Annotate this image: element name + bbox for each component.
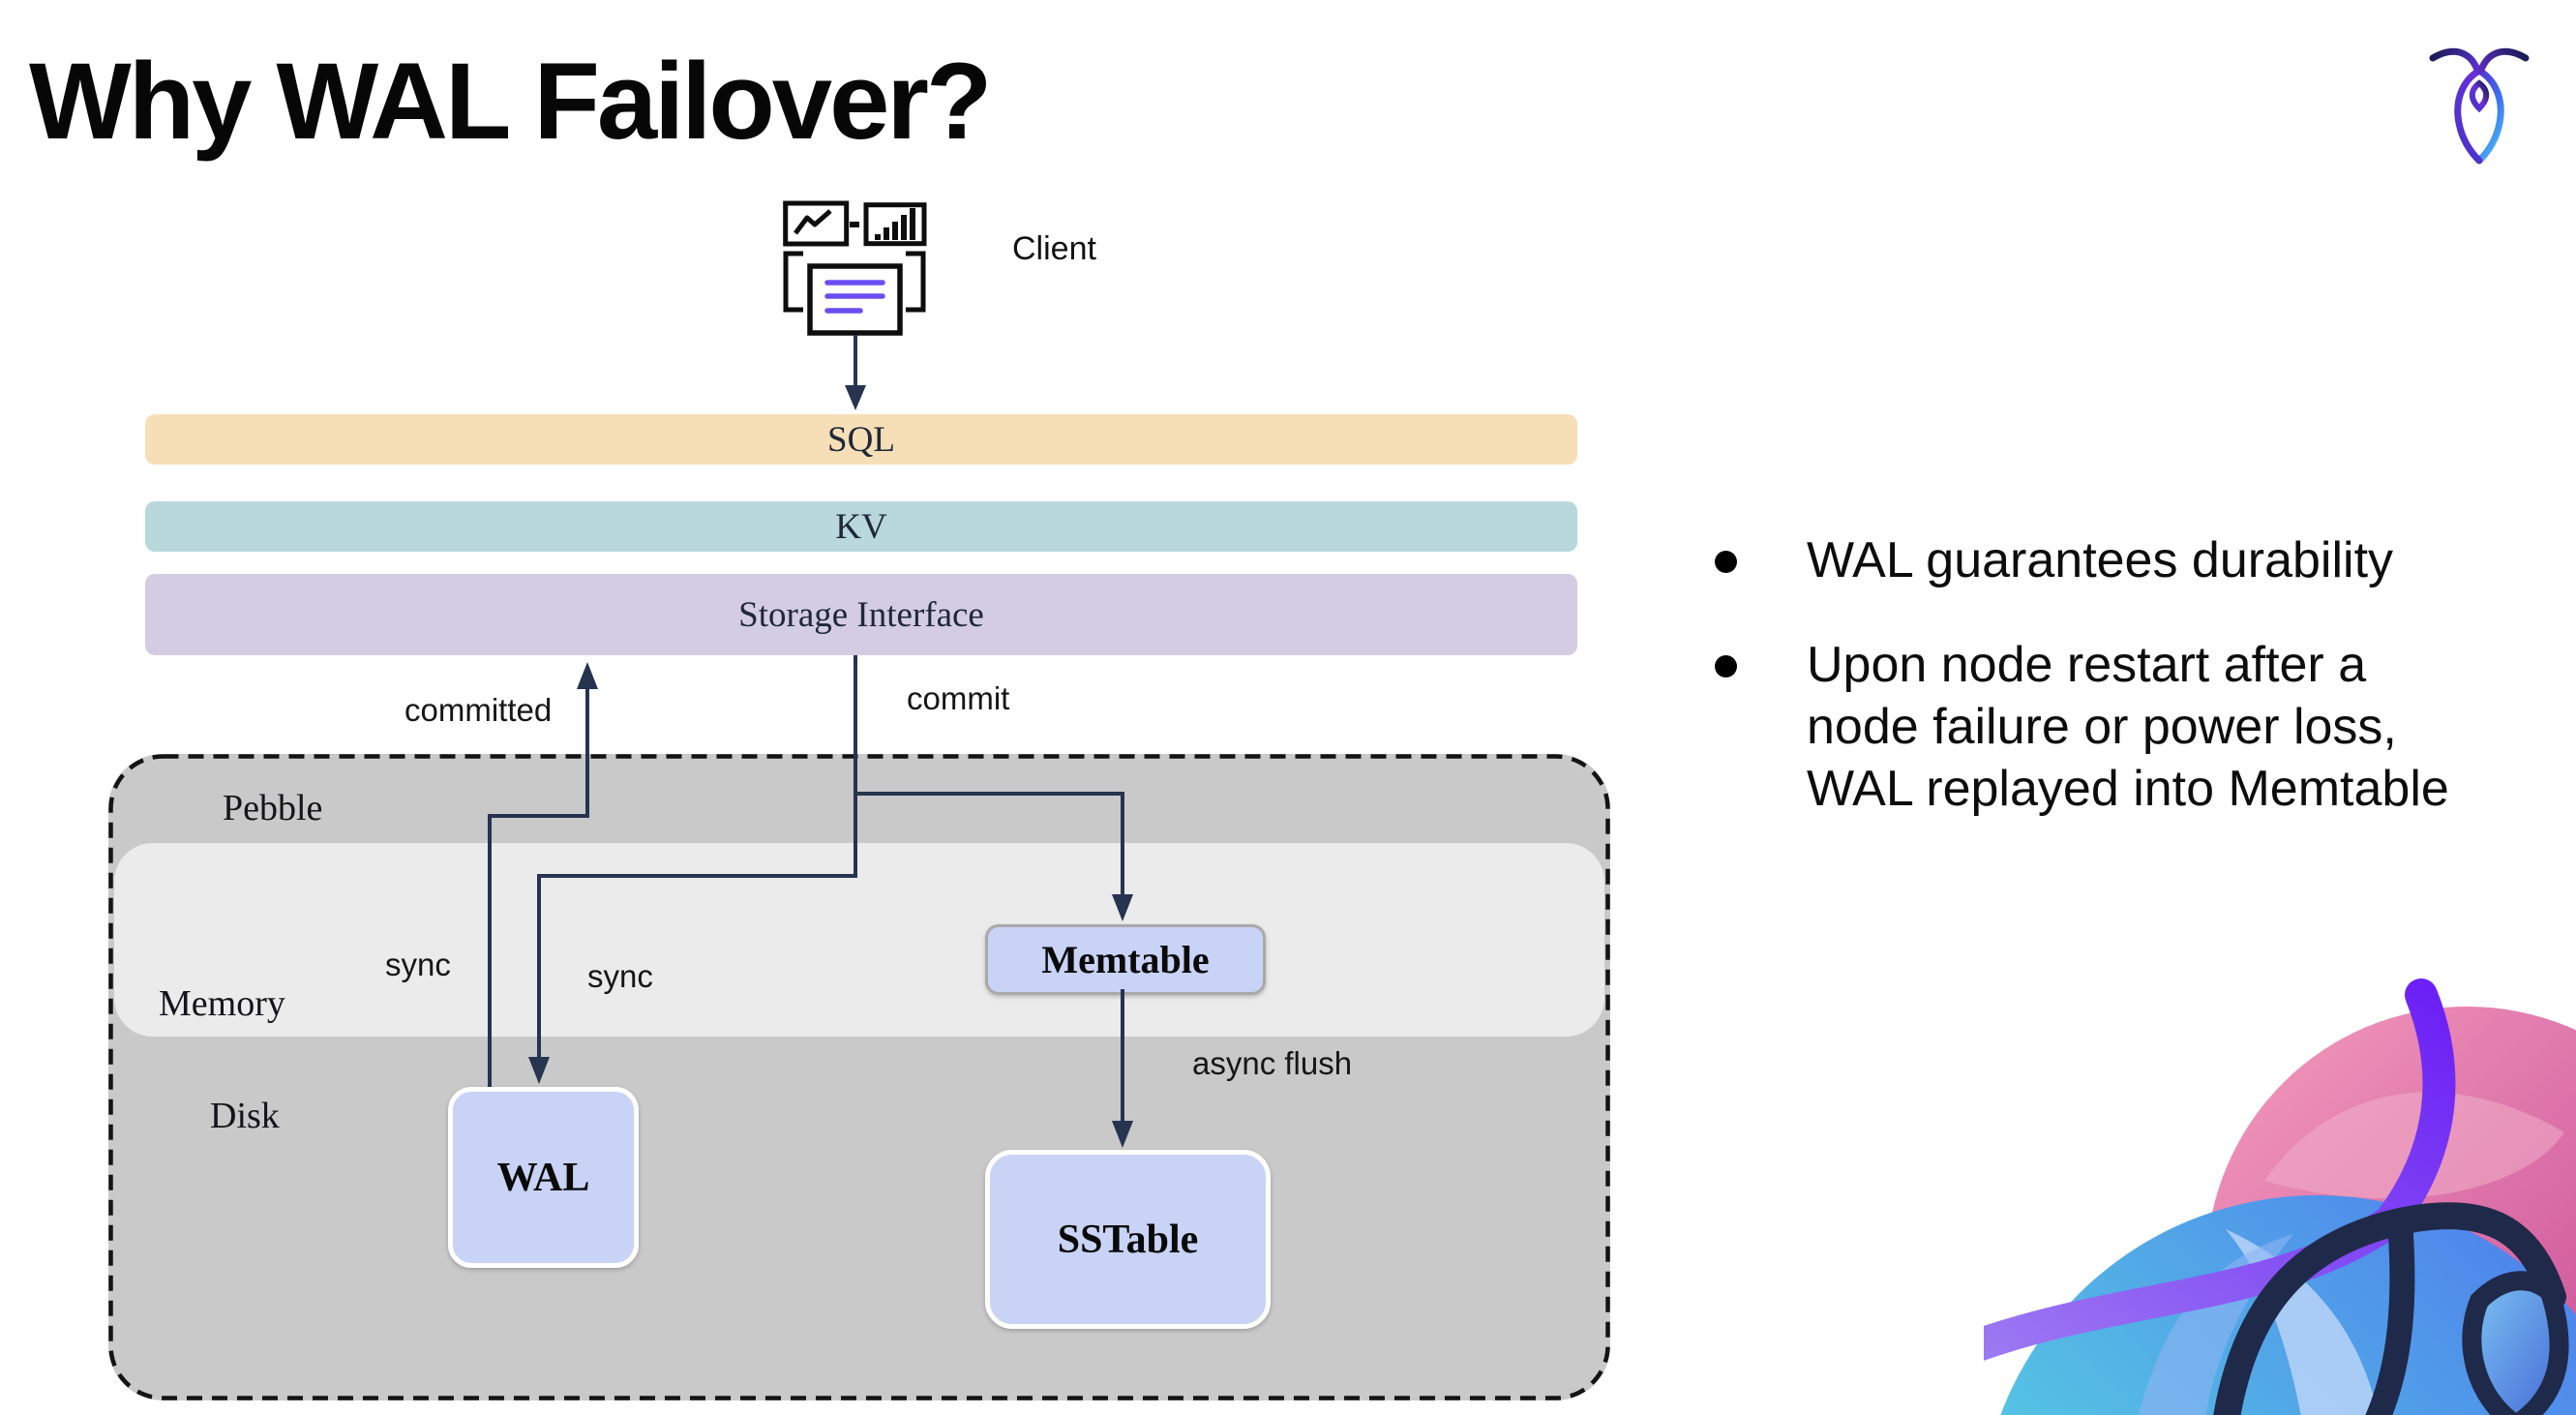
memtable-node-label: Memtable xyxy=(1041,938,1210,981)
memory-band xyxy=(114,843,1604,1037)
memory-label: Memory xyxy=(159,983,285,1024)
layer-sql: SQL xyxy=(145,414,1577,465)
async-flush-edge-label: async flush xyxy=(1192,1045,1353,1081)
bullet-list: WAL guarantees durability Upon node rest… xyxy=(1715,530,2489,821)
bullet-dot xyxy=(1715,551,1737,573)
disk-label: Disk xyxy=(210,1096,280,1136)
client-label: Client xyxy=(1012,230,1096,267)
bullet-text: Upon node restart after a node failure o… xyxy=(1807,636,2449,817)
commit-edge-label: commit xyxy=(907,680,1010,716)
sync-right-edge-label: sync xyxy=(587,958,653,994)
sstable-node-label: SSTable xyxy=(1057,1217,1199,1262)
sstable-node: SSTable xyxy=(985,1150,1271,1329)
list-item: Upon node restart after a node failure o… xyxy=(1715,635,2489,821)
document-icon xyxy=(807,263,903,336)
line-chart-icon xyxy=(783,200,850,247)
layer-storage-interface-label: Storage Interface xyxy=(738,594,984,635)
committed-edge-label: committed xyxy=(404,692,553,728)
list-item: WAL guarantees durability xyxy=(1715,530,2489,592)
arrowhead-down-sql xyxy=(845,385,866,410)
bullet-dot xyxy=(1715,654,1737,677)
layer-kv-label: KV xyxy=(835,506,887,547)
arrowhead-up-storage xyxy=(577,662,598,689)
pebble-dashed-border xyxy=(108,754,1610,1400)
pebble-label: Pebble xyxy=(223,788,323,828)
cockroachdb-logo-icon xyxy=(2429,45,2530,165)
layer-sql-label: SQL xyxy=(827,419,895,460)
memtable-node: Memtable xyxy=(985,924,1266,995)
page-title: Why WAL Failover? xyxy=(29,41,992,162)
client-terminal-icon xyxy=(774,198,939,339)
layer-storage-interface: Storage Interface xyxy=(145,574,1577,655)
wal-node-label: WAL xyxy=(496,1155,590,1200)
wal-node: WAL xyxy=(448,1087,639,1268)
sync-left-edge-label: sync xyxy=(385,947,451,982)
bullet-text: WAL guarantees durability xyxy=(1807,532,2394,588)
pebble-container: Pebble Memory Disk xyxy=(108,754,1610,1400)
layer-kv: KV xyxy=(145,501,1577,552)
cockroachdb-brand-art xyxy=(1984,968,2576,1415)
